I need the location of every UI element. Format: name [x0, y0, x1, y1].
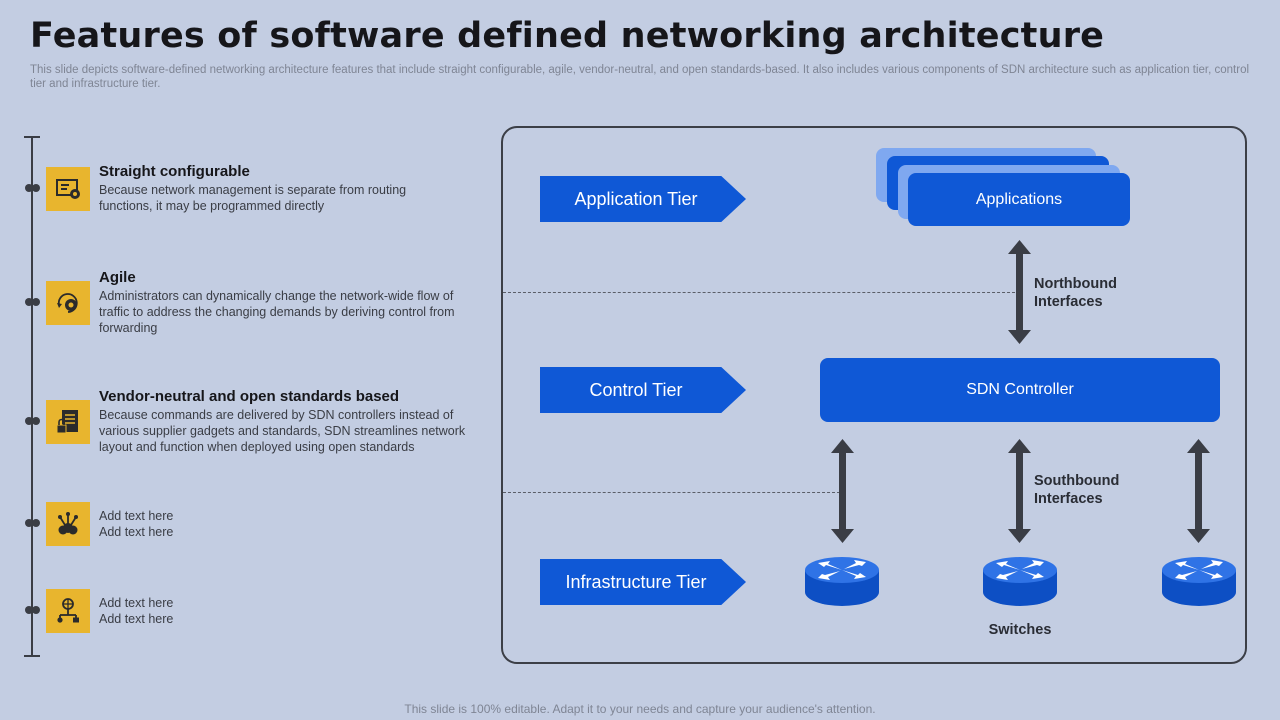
feature-item: Add text here Add text here — [99, 595, 494, 627]
timeline-line — [31, 136, 33, 657]
control-tier-label: Control Tier — [540, 367, 746, 413]
switch-router-icon — [1162, 557, 1236, 606]
tier-divider — [503, 492, 840, 493]
southbound-arrow — [1008, 439, 1031, 543]
feature-title: Straight configurable — [99, 163, 250, 180]
sdn-controller-box: SDN Controller — [820, 358, 1220, 422]
network-hub-icon — [58, 512, 78, 535]
feature-desc: Administrators can dynamically change th… — [99, 289, 455, 335]
timeline-dot — [32, 417, 40, 425]
timeline-dot — [25, 298, 33, 306]
switches-label: Switches — [988, 622, 1052, 638]
applications-box: Applications — [908, 173, 1130, 226]
feature-icon-box — [46, 502, 90, 546]
agile-gear-icon — [57, 293, 78, 313]
feature-desc: Add text here Add text here — [99, 509, 174, 539]
feature-item: Agile Administrators can dynamically cha… — [99, 269, 494, 336]
southbound-arrow — [1187, 439, 1210, 543]
timeline-dot — [25, 606, 33, 614]
northbound-arrow — [1008, 240, 1031, 344]
timeline-dot — [32, 519, 40, 527]
feature-title: Vendor-neutral and open standards based — [99, 388, 400, 405]
globe-network-icon — [57, 598, 79, 623]
timeline-dot — [25, 184, 33, 192]
timeline-dot — [32, 184, 40, 192]
timeline-dot — [32, 298, 40, 306]
infrastructure-tier-label: Infrastructure Tier — [540, 559, 746, 605]
timeline-dot — [32, 606, 40, 614]
feature-title: Agile — [99, 269, 136, 286]
feature-icon-box — [46, 400, 90, 444]
feature-icon-box — [46, 167, 90, 211]
timeline-bottom-cap — [24, 655, 40, 657]
feature-desc: Because network management is separate f… — [99, 183, 407, 213]
architecture-frame — [501, 126, 1247, 664]
southbound-interfaces-label: Southbound Interfaces — [1034, 473, 1120, 507]
switch-router-icon — [983, 557, 1057, 606]
feature-icon-box — [46, 589, 90, 633]
feature-icon-box — [46, 281, 90, 325]
feature-desc: Add text here Add text here — [99, 596, 174, 626]
southbound-arrow — [831, 439, 854, 543]
footer-note: This slide is 100% editable. Adapt it to… — [404, 702, 876, 716]
timeline-dot — [25, 519, 33, 527]
feature-desc: Because commands are delivered by SDN co… — [99, 408, 466, 454]
tier-divider — [503, 292, 1020, 293]
timeline-dot — [25, 417, 33, 425]
feature-item: Vendor-neutral and open standards based … — [99, 388, 494, 455]
feature-item: Straight configurable Because network ma… — [99, 163, 494, 214]
feature-item: Add text here Add text here — [99, 508, 494, 540]
application-tier-label: Application Tier — [540, 176, 746, 222]
settings-screen-icon — [56, 179, 80, 199]
page-subtitle: This slide depicts software-defined netw… — [30, 64, 1250, 90]
page-title: Features of software defined networking … — [30, 16, 1105, 56]
switch-router-icon — [805, 557, 879, 606]
server-lock-icon — [56, 410, 78, 434]
northbound-interfaces-label: Northbound Interfaces — [1034, 276, 1117, 310]
